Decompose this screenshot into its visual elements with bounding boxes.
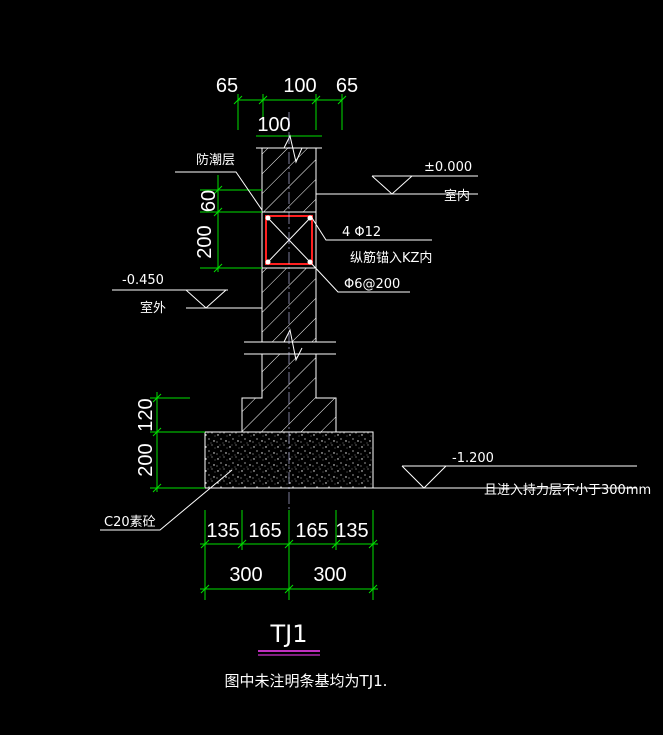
label-elevation-indoor: ±0.000 xyxy=(424,160,472,175)
left-dimension-upper: 60 200 xyxy=(194,175,262,273)
label-rebar-anchor: 纵筋锚入KZ内 xyxy=(350,250,432,266)
concrete-callout: C20素砼 xyxy=(100,469,233,531)
label-stirrup: Φ6@200 xyxy=(344,277,400,292)
label-elevation-bottom: -1.200 xyxy=(452,451,494,466)
label-damp-proof: 防潮层 xyxy=(196,152,235,168)
label-elevation-outdoor: -0.450 xyxy=(122,273,164,288)
dim-165-left: 165 xyxy=(248,520,281,542)
indoor-elevation: ±0.000 室内 xyxy=(316,160,478,204)
dim-165-right: 165 xyxy=(295,520,328,542)
damp-proof-callout: 防潮层 xyxy=(175,152,263,211)
bottom-dimension-chain: 135 165 165 135 300 300 xyxy=(200,510,378,600)
dim-wall-width: 100 xyxy=(257,114,290,136)
dim-135-left: 135 xyxy=(206,520,239,542)
dim-200-lower: 200 xyxy=(135,443,157,476)
label-indoor: 室内 xyxy=(444,188,470,204)
bottom-elevation: -1.200 且进入持力层不小于300mm xyxy=(373,451,651,498)
drawing-title: TJ1 图中未注明条基均为TJ1. xyxy=(225,620,388,690)
dim-top-right: 65 xyxy=(336,75,358,97)
outdoor-elevation: -0.450 室外 xyxy=(112,273,262,316)
dim-60: 60 xyxy=(198,190,220,212)
footnote-text: 图中未注明条基均为TJ1. xyxy=(225,672,388,690)
left-dimension-lower: 120 200 xyxy=(135,392,205,493)
rebar-callout: 4 Φ12 纵筋锚入KZ内 Φ6@200 xyxy=(309,217,432,293)
dim-300-left: 300 xyxy=(229,564,262,586)
dim-120: 120 xyxy=(135,398,157,431)
dim-200-upper: 200 xyxy=(194,225,216,258)
title-text: TJ1 xyxy=(269,620,307,648)
dim-top-left: 65 xyxy=(216,75,238,97)
label-outdoor: 室外 xyxy=(140,300,166,316)
dim-300-right: 300 xyxy=(313,564,346,586)
label-concrete: C20素砼 xyxy=(104,515,156,530)
top-dimension-chain: 65 100 65 100 xyxy=(216,75,358,137)
dim-135-right: 135 xyxy=(335,520,368,542)
label-bearing-note: 且进入持力层不小于300mm xyxy=(484,483,651,498)
label-rebar-main: 4 Φ12 xyxy=(342,225,381,240)
dim-top-middle: 100 xyxy=(283,75,316,97)
